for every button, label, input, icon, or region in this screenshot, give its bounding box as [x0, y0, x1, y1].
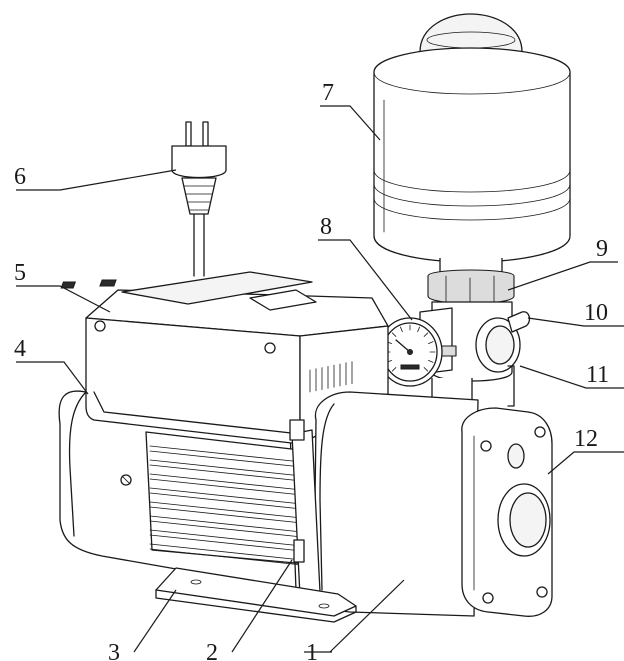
- callout-4: 4: [14, 336, 26, 362]
- motor-housing: [58, 390, 307, 591]
- callout-12: 12: [574, 426, 598, 452]
- callout-10: 10: [584, 300, 608, 326]
- pressure-tank: [373, 13, 571, 305]
- pump-head: [313, 391, 553, 617]
- callout-numbers: 1 2 3 4 5 6 7 8 9 10 11 12: [14, 80, 609, 661]
- callout-8: 8: [320, 214, 332, 240]
- callout-5: 5: [14, 260, 26, 286]
- callout-1: 1: [306, 640, 318, 661]
- control-box: [60, 271, 389, 445]
- callout-7: 7: [322, 80, 334, 106]
- callout-3: 3: [108, 640, 120, 661]
- callout-2: 2: [206, 640, 218, 661]
- power-plug: [171, 121, 227, 277]
- leader-lines: [16, 105, 624, 653]
- callout-9: 9: [596, 236, 608, 262]
- callout-6: 6: [14, 164, 26, 190]
- base-plate: [155, 567, 357, 623]
- callout-11: 11: [586, 362, 609, 388]
